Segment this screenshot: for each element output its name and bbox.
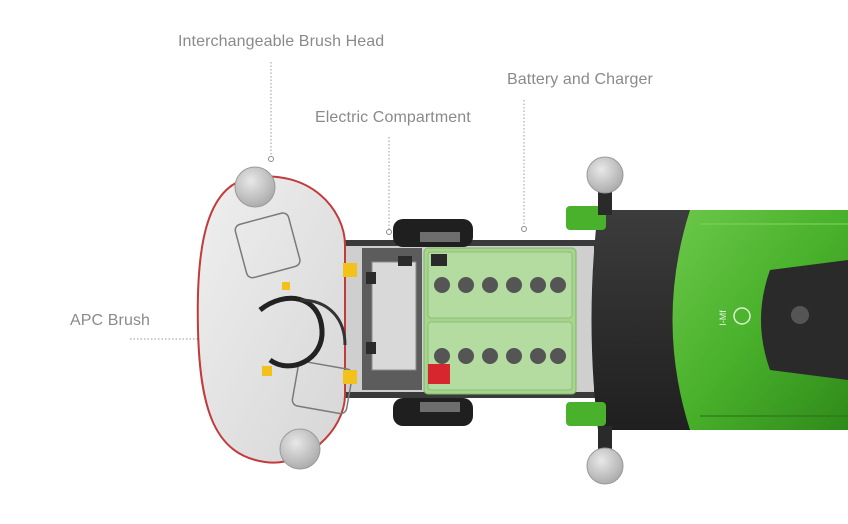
callout-brush-head: Interchangeable Brush Head: [178, 33, 385, 50]
brush-head-dot: [268, 156, 274, 162]
machine-body: I-Mf: [566, 206, 848, 430]
badge-text: I-Mf: [718, 310, 728, 326]
caster-wheel-top: [586, 156, 624, 215]
leader-lines: [130, 62, 525, 340]
callout-electric-compartment: Electric Compartment: [315, 109, 471, 126]
electric-dot: [386, 229, 392, 235]
drive-wheel-top: [393, 219, 473, 247]
battery-pack: [423, 247, 577, 395]
callout-battery-charger: Battery and Charger: [507, 71, 653, 88]
brush-deck: [196, 175, 357, 464]
deck-wheel-top: [234, 166, 276, 208]
deck-wheel-bottom: [279, 428, 321, 470]
caster-wheel-bottom: [586, 426, 624, 485]
electric-compartment: [362, 248, 422, 390]
battery-dot: [521, 226, 527, 232]
callout-apc-brush: APC Brush: [70, 312, 151, 329]
drive-wheel-bottom: [393, 398, 473, 426]
brand-logo-icon: [733, 307, 751, 325]
